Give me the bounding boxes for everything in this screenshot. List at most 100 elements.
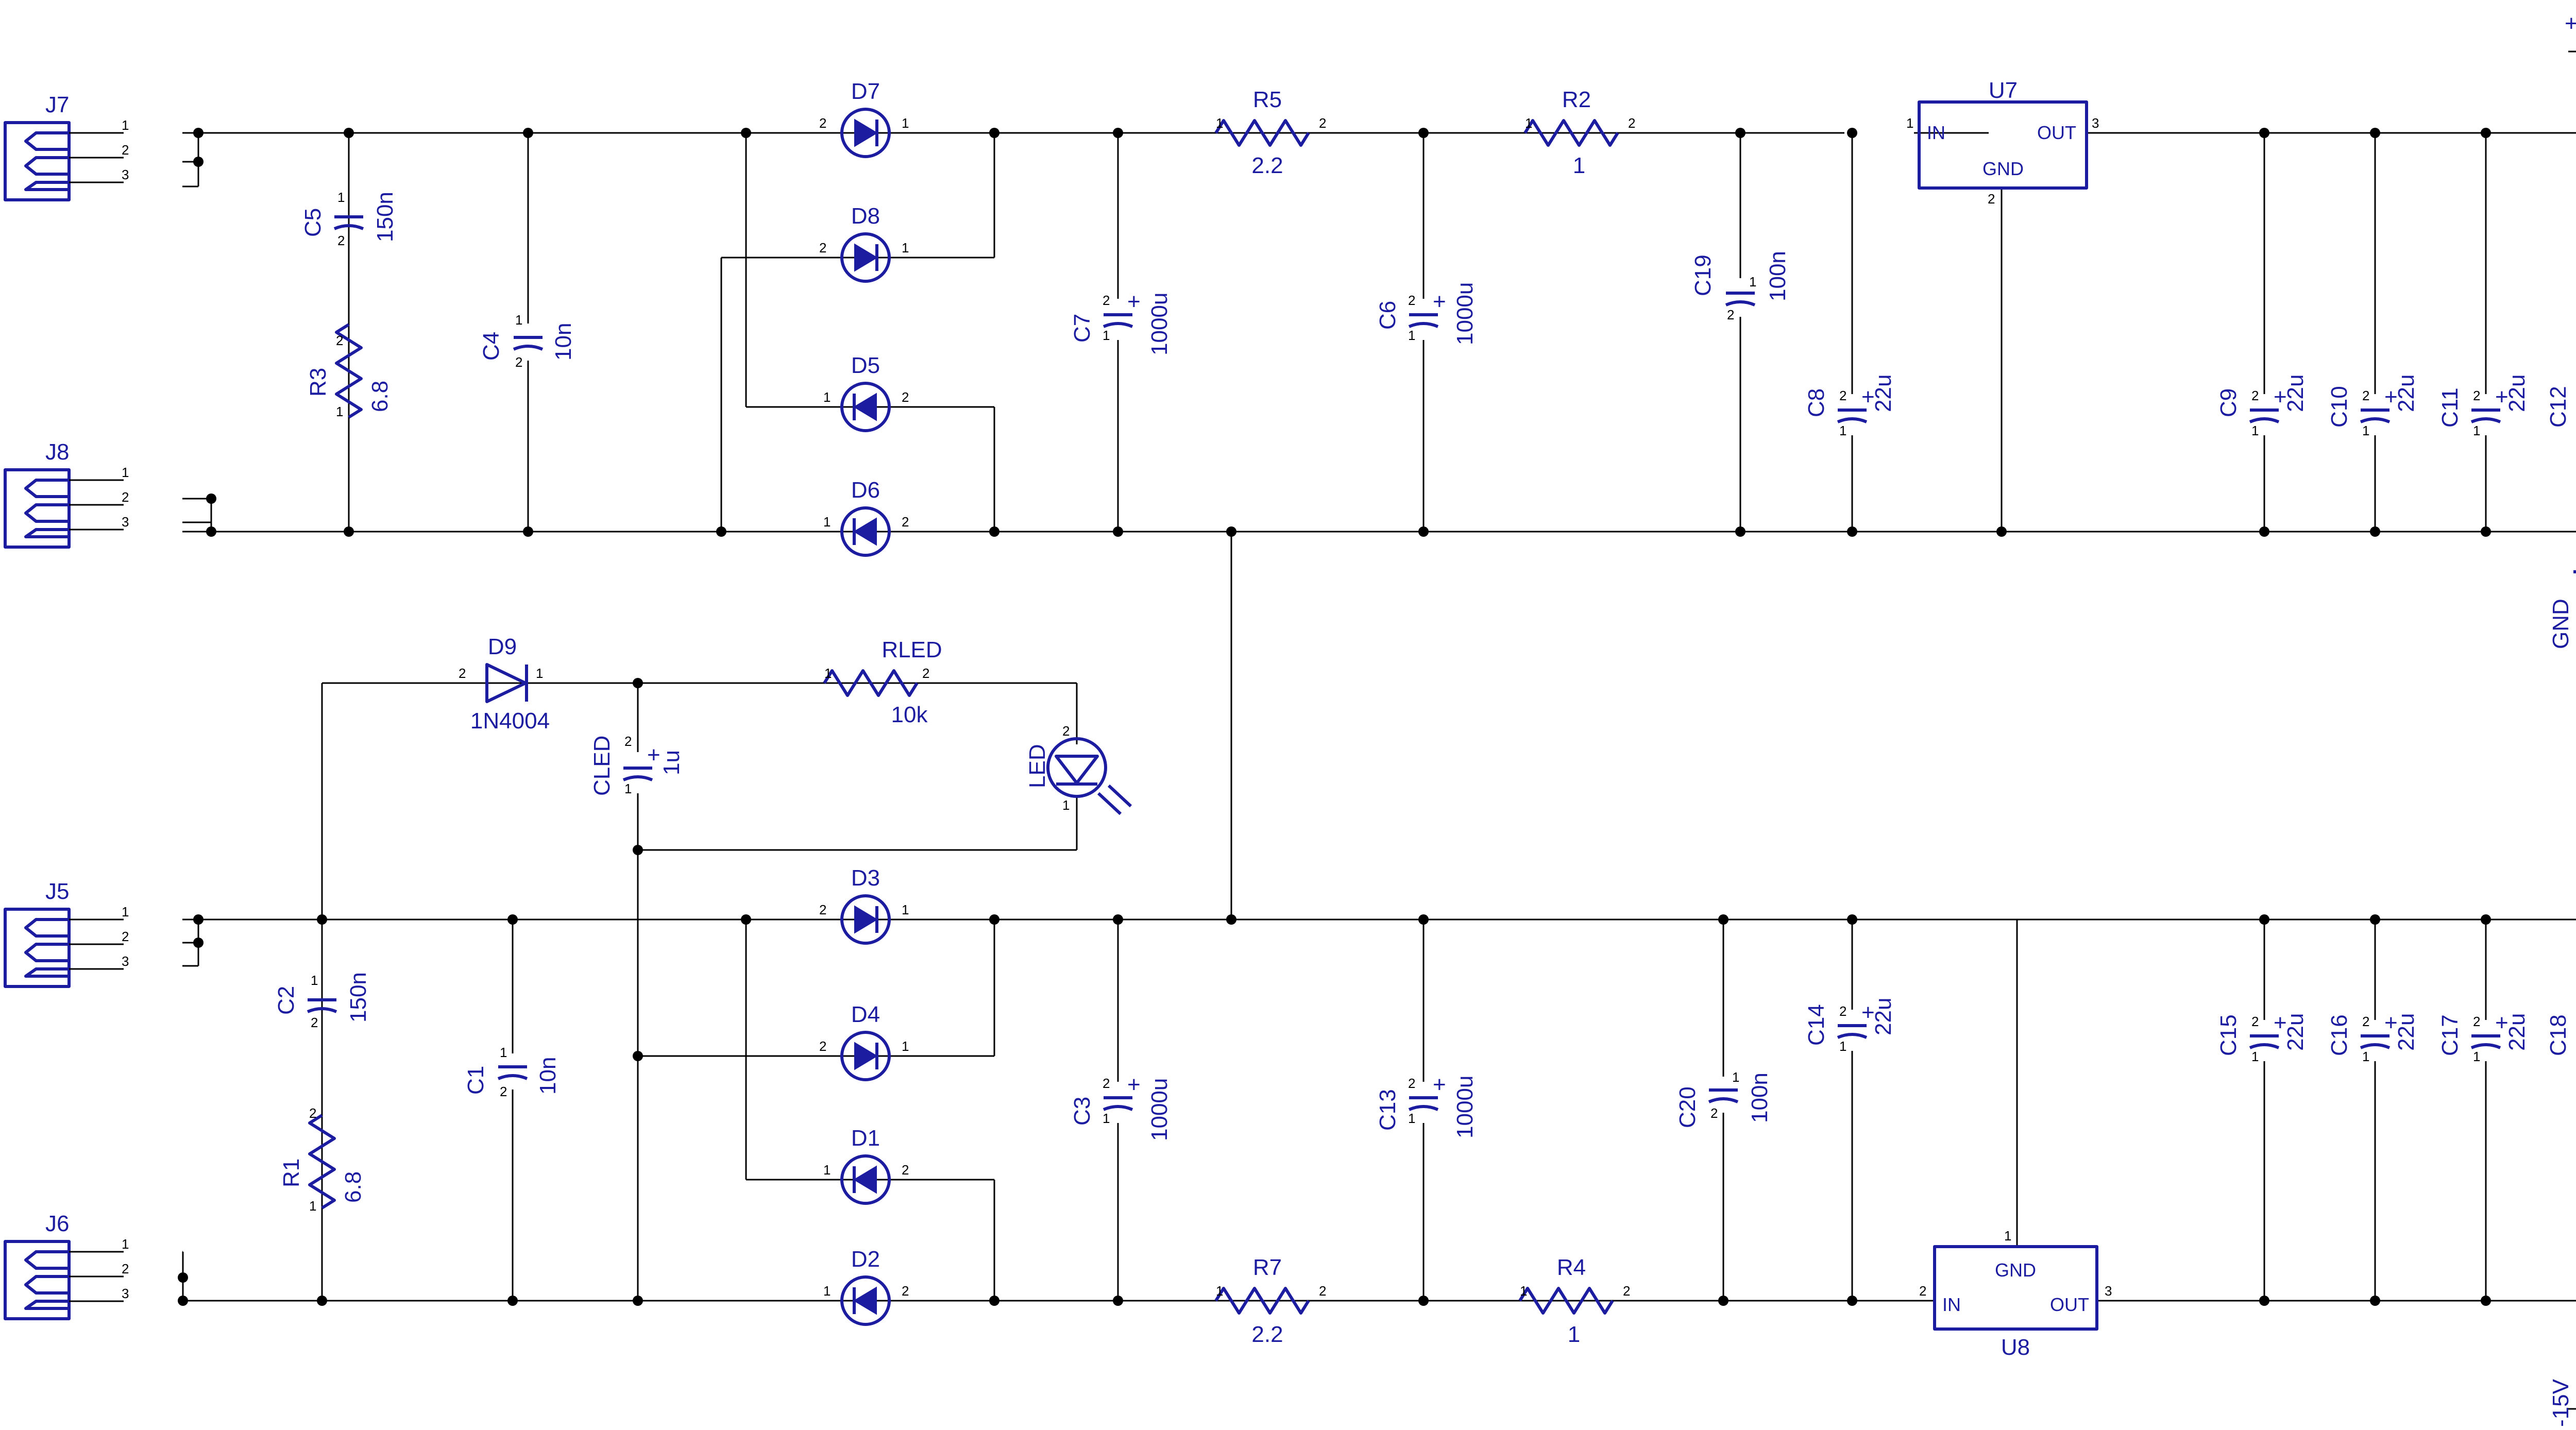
c4-pin1: 1 bbox=[515, 312, 522, 328]
r2-pin2: 2 bbox=[1628, 115, 1635, 131]
capacitor-c6: + C6 1000u 2 1 bbox=[1375, 282, 1478, 345]
c15-pin2: 2 bbox=[2251, 1014, 2259, 1029]
c15-plus: + bbox=[2274, 1010, 2287, 1035]
rail-gnd: GND bbox=[2548, 570, 2576, 649]
resistor-r3: R3 6.8 2 1 bbox=[306, 325, 393, 419]
diode-d2: D2 1 2 bbox=[819, 1247, 912, 1324]
u8-pin1: 1 bbox=[2004, 1228, 2011, 1244]
c7-pin2: 2 bbox=[1103, 293, 1110, 308]
regulator-u8: U8 IN OUT GND 2 3 1 bbox=[1919, 1228, 2112, 1360]
r3-value: 6.8 bbox=[367, 381, 393, 412]
d3-pin1: 1 bbox=[902, 902, 909, 917]
c9-value: 22u bbox=[2283, 374, 2308, 412]
r7-label: R7 bbox=[1253, 1255, 1282, 1280]
d4-pin1: 1 bbox=[902, 1039, 909, 1054]
d7-pin2: 2 bbox=[819, 115, 826, 131]
capacitor-c16: + C16 22u 2 1 bbox=[2327, 1010, 2419, 1064]
r5-pin2: 2 bbox=[1319, 115, 1326, 131]
c15-pin1: 1 bbox=[2251, 1049, 2259, 1064]
capacitor-cled: + CLED 1u 2 1 bbox=[589, 734, 684, 796]
c8-pin2: 2 bbox=[1839, 388, 1846, 403]
c15-label: C15 bbox=[2216, 1014, 2241, 1056]
diode-d3: D3 2 1 bbox=[819, 865, 912, 943]
c17-label: C17 bbox=[2437, 1014, 2463, 1056]
c7-pin1: 1 bbox=[1103, 328, 1110, 343]
d9-label: D9 bbox=[488, 634, 517, 659]
c7-label: C7 bbox=[1070, 314, 1095, 343]
resistor-r1: R1 6.8 2 1 bbox=[279, 1105, 366, 1214]
c13-value: 1000u bbox=[1452, 1076, 1478, 1138]
capacitor-c10: + C10 22u 2 1 bbox=[2327, 374, 2419, 438]
led-label: LED bbox=[1025, 744, 1050, 788]
c13-label: C13 bbox=[1375, 1089, 1400, 1131]
c20-pin2: 2 bbox=[1710, 1105, 1718, 1121]
r7-pin1: 1 bbox=[1216, 1283, 1223, 1299]
c11-value: 22u bbox=[2504, 374, 2530, 412]
c11-label: C11 bbox=[2437, 388, 2463, 428]
capacitor-c4: C4 10n 1 2 bbox=[479, 312, 576, 370]
c16-plus: + bbox=[2384, 1010, 2398, 1035]
c11-pin2: 2 bbox=[2473, 388, 2480, 403]
u7-label: U7 bbox=[1989, 78, 2018, 103]
c20-pin1: 1 bbox=[1732, 1069, 1739, 1085]
u7-in: IN bbox=[1927, 122, 1945, 143]
d5-pin1: 1 bbox=[823, 389, 831, 405]
c14-value: 22u bbox=[1871, 998, 1896, 1035]
c3-plus: + bbox=[1127, 1072, 1141, 1097]
capacitor-c17: + C17 22u 2 1 bbox=[2437, 1010, 2530, 1064]
r5-value: 2.2 bbox=[1251, 153, 1283, 178]
r2-label: R2 bbox=[1562, 87, 1591, 112]
c20-label: C20 bbox=[1675, 1086, 1700, 1128]
d1-pin2: 2 bbox=[902, 1162, 909, 1178]
capacitor-c2: C2 150n 1 2 bbox=[274, 972, 371, 1030]
c13-pin2: 2 bbox=[1408, 1076, 1415, 1091]
c8-value: 22u bbox=[1871, 374, 1896, 412]
d9-value: 1N4004 bbox=[470, 708, 550, 734]
diode-d9: D9 1N4004 2 1 bbox=[459, 634, 556, 734]
c9-pin1: 1 bbox=[2251, 423, 2259, 438]
c13-plus: + bbox=[1433, 1072, 1446, 1097]
c19-value: 100n bbox=[1765, 251, 1790, 301]
r2-value: 1 bbox=[1573, 153, 1585, 178]
c6-pin1: 1 bbox=[1408, 328, 1415, 343]
u7-pin3: 3 bbox=[2092, 115, 2099, 131]
c9-pin2: 2 bbox=[2251, 388, 2259, 403]
r3-label: R3 bbox=[306, 368, 331, 397]
c11-pin1: 1 bbox=[2473, 423, 2480, 438]
capacitor-c5: C5 150n 1 2 bbox=[300, 190, 398, 248]
c16-pin2: 2 bbox=[2362, 1014, 2369, 1029]
r7-pin2: 2 bbox=[1319, 1283, 1326, 1299]
capacitor-c1: C1 10n 1 2 bbox=[463, 1045, 561, 1099]
c4-value: 10n bbox=[551, 323, 576, 361]
d2-pin1: 1 bbox=[823, 1283, 831, 1299]
d5-pin2: 2 bbox=[902, 389, 909, 405]
c6-pin2: 2 bbox=[1408, 293, 1415, 308]
c5-label: C5 bbox=[300, 208, 326, 237]
c3-label: C3 bbox=[1070, 1097, 1095, 1126]
capacitor-c13: + C13 1000u 2 1 bbox=[1375, 1072, 1478, 1138]
c8-label: C8 bbox=[1804, 388, 1829, 417]
rled-label: RLED bbox=[882, 637, 942, 662]
rled-pin1: 1 bbox=[824, 666, 832, 681]
r4-label: R4 bbox=[1557, 1255, 1586, 1280]
c3-pin2: 2 bbox=[1103, 1076, 1110, 1091]
capacitor-c11: + C11 22u 2 1 bbox=[2437, 374, 2530, 438]
r1-pin1: 1 bbox=[309, 1198, 316, 1214]
c16-label: C16 bbox=[2327, 1014, 2352, 1056]
led-pin1: 1 bbox=[1062, 797, 1070, 813]
connector-j8: J8 1 2 3 bbox=[5, 439, 129, 547]
d9-pin1: 1 bbox=[536, 666, 543, 681]
d1-label: D1 bbox=[851, 1126, 880, 1151]
j5-pin1: 1 bbox=[122, 904, 129, 920]
cled-pin2: 2 bbox=[624, 734, 632, 749]
capacitor-c19: C19 100n 1 2 bbox=[1690, 251, 1790, 322]
resistor-r7: R7 2.2 1 2 bbox=[1216, 1255, 1326, 1347]
c19-pin2: 2 bbox=[1727, 307, 1734, 322]
r1-value: 6.8 bbox=[341, 1171, 366, 1203]
u8-pin2: 2 bbox=[1919, 1283, 1926, 1299]
r5-label: R5 bbox=[1253, 87, 1282, 112]
j8-label: J8 bbox=[45, 439, 69, 465]
capacitor-c3: + C3 1000u 2 1 bbox=[1070, 1072, 1172, 1141]
capacitor-c9: + C9 22u 2 1 bbox=[2216, 374, 2308, 438]
capacitor-c8: + C8 22u 2 1 bbox=[1804, 374, 1896, 438]
